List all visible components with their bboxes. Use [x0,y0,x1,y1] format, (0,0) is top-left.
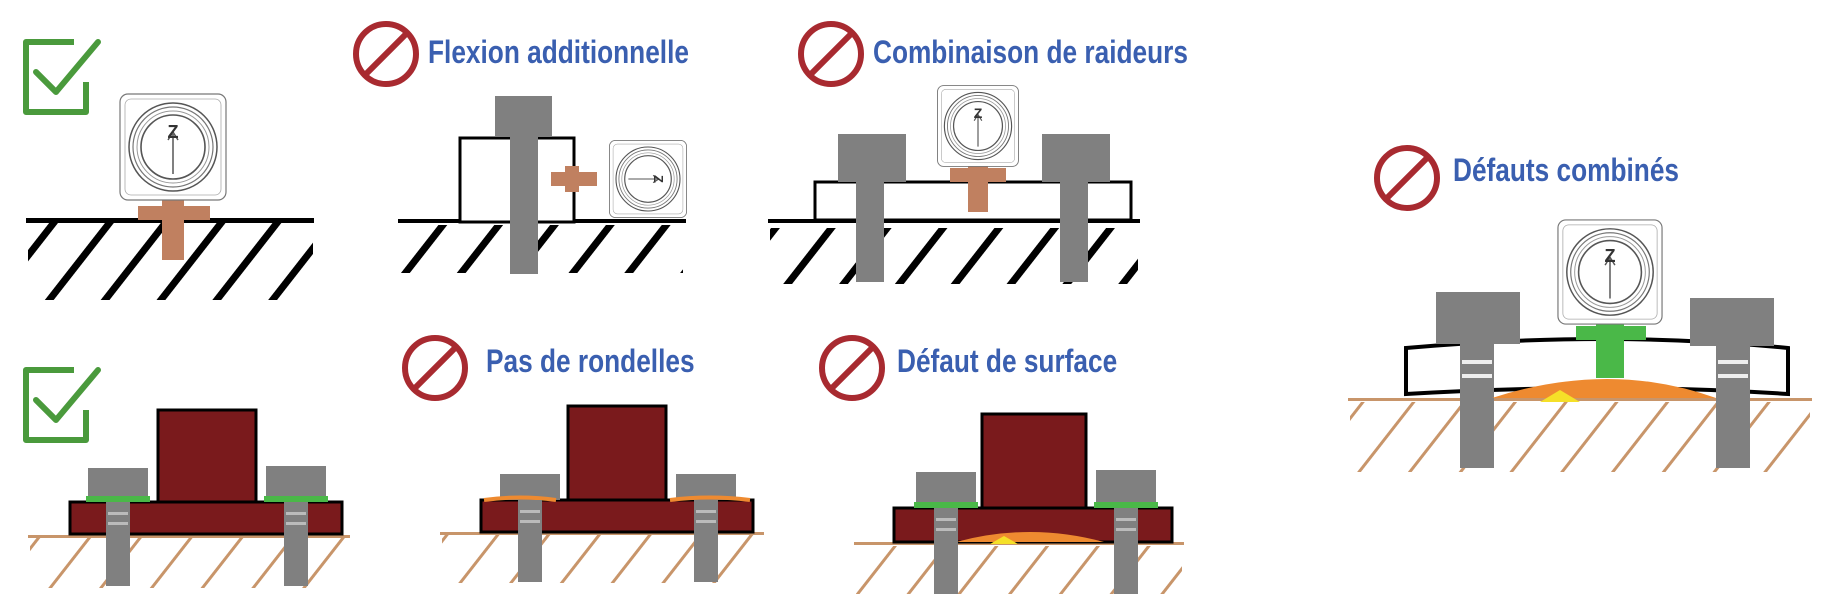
diagram-correct-stud-mount: Z [26,93,314,300]
prohibited-icon [405,338,465,398]
prohibited-icon [801,24,861,84]
label-defaut-de-surface: Défaut de surface [897,343,1118,379]
diagram-defauts-combines: Z [1348,219,1812,472]
diagram-pas-de-rondelles [440,404,764,583]
prohibited-icon [1377,148,1437,208]
checkbox-checked-icon [26,370,98,440]
prohibited-icon [822,338,882,398]
sensor-axis-label: Z [1605,246,1616,266]
label-combinaison-raideurs: Combinaison de raideurs [873,34,1188,70]
label-defauts-combines: Défauts combinés [1453,152,1680,188]
prohibited-icon [356,24,416,84]
diagram-correct-base-mount [28,408,350,588]
label-flexion-additionnelle: Flexion additionnelle [428,34,689,70]
checkbox-checked-icon [26,42,98,112]
sensor-axis-label: Z [974,105,983,121]
diagram-flexion-additionnelle: Z [398,96,688,274]
label-pas-de-rondelles: Pas de rondelles [486,343,695,379]
sensor-axis-label: Z [651,175,666,183]
diagram-defaut-de-surface [854,412,1184,594]
diagram-combinaison-raideurs: Z [768,84,1140,284]
sensor-axis-label: Z [168,122,179,142]
